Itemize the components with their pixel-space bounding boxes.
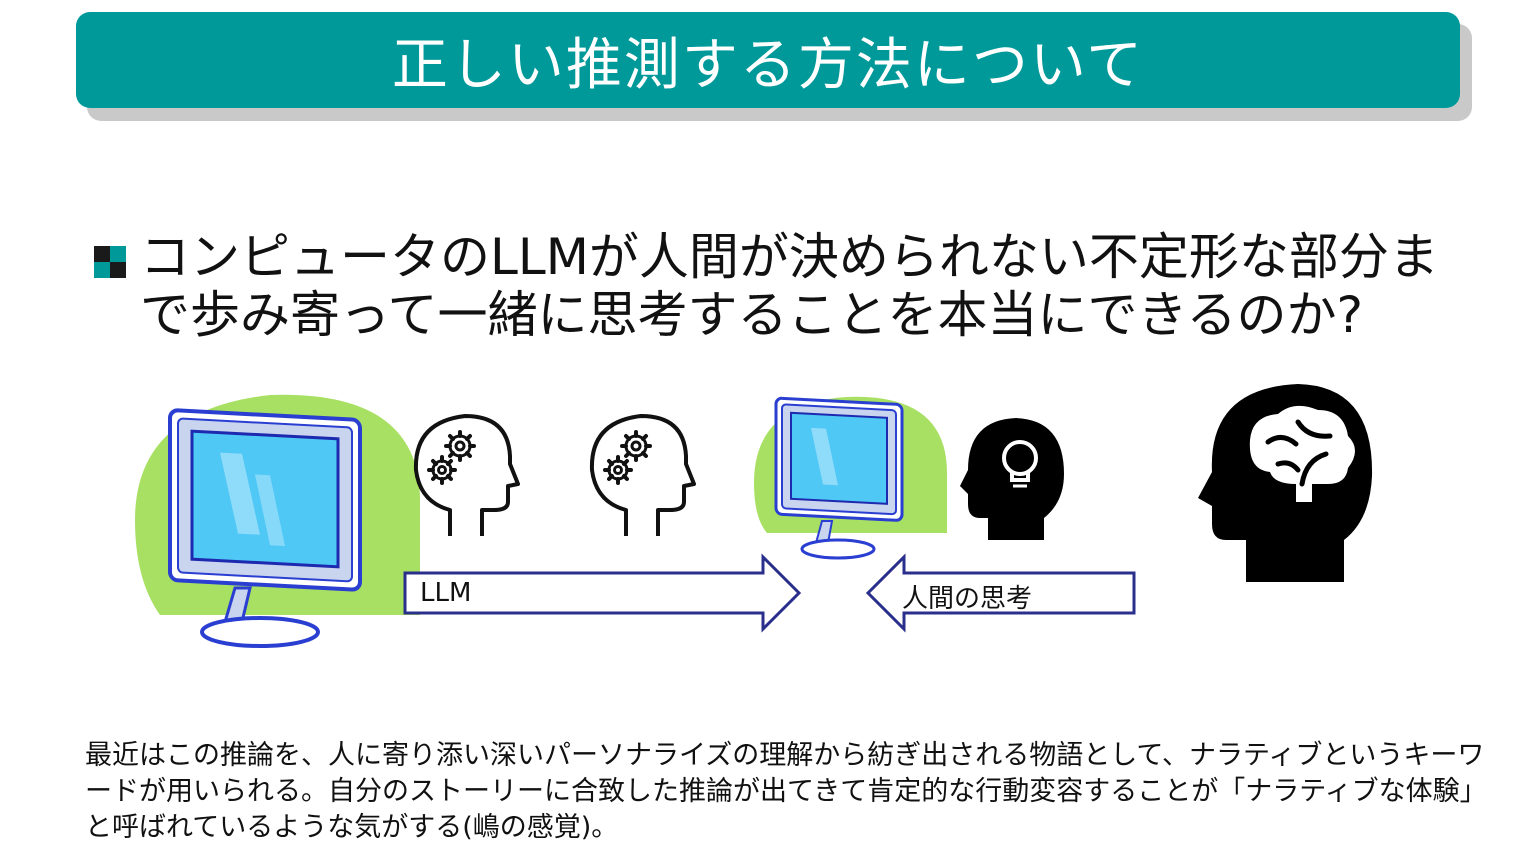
slide-title: 正しい推測する方法について [391,32,1145,98]
computer-icon [754,396,947,560]
square-bullet-icon [94,246,126,278]
head-brain-icon [1198,384,1373,582]
question-text: コンピュータのLLMが人間が決められない不定形な部分まで歩み寄って一緒に思考する… [140,228,1439,344]
footnote-text: 最近はこの推論を、人に寄り添い深いパーソナライズの理解から紡ぎ出される物語として… [85,740,1485,843]
title-bar: 正しい推測する方法について [76,12,1460,108]
computer-icon [135,394,420,648]
llm-arrow-label: LLM [420,578,472,608]
llm-arrow [403,553,802,633]
head-lightbulb-icon [960,418,1064,540]
head-gears-icon [589,414,696,536]
head-gears-icon [413,414,520,536]
human-thinking-arrow-label: 人間の思考 [902,584,1033,614]
human-thinking-arrow [865,553,1136,633]
